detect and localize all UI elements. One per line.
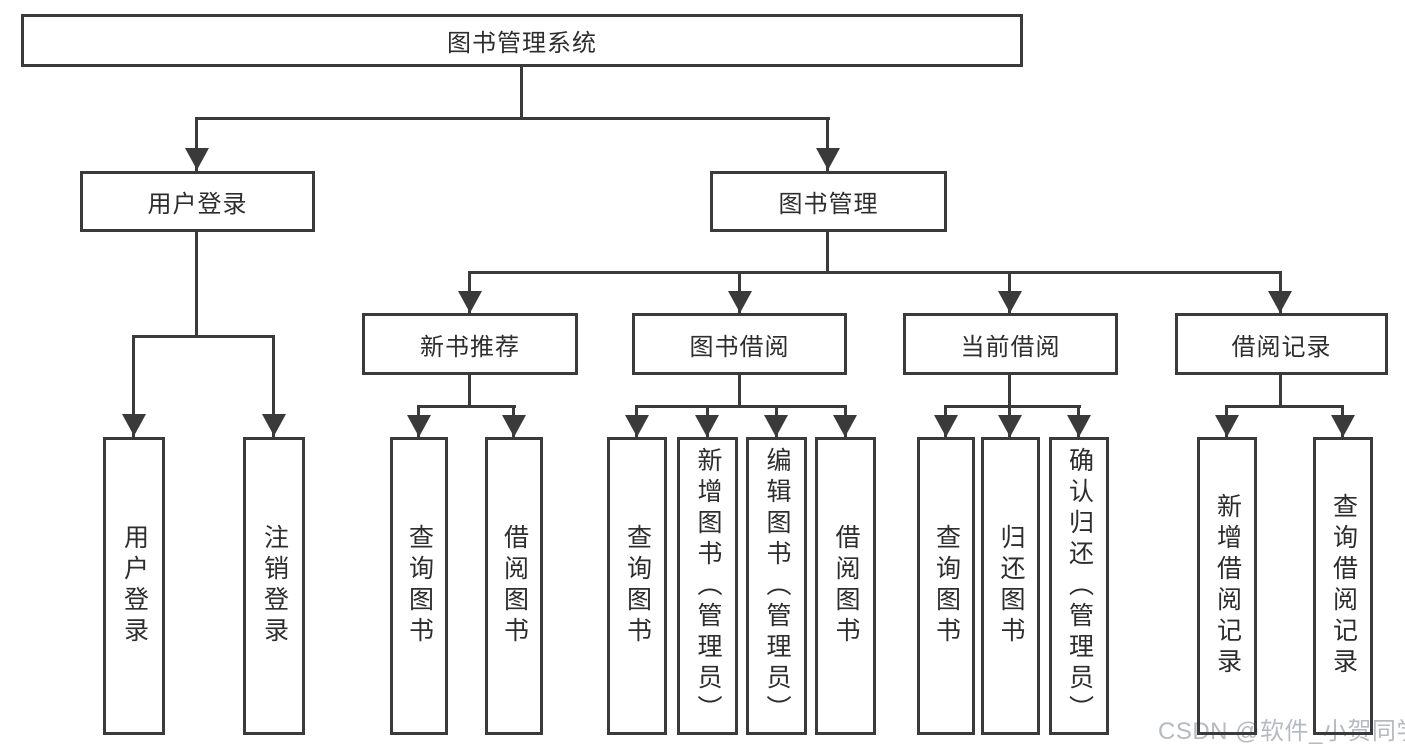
arrow-down-icon (122, 414, 146, 436)
node-library-management-system: 图书管理系统 (21, 14, 1023, 67)
arrow-down-icon (407, 415, 431, 437)
node-label: 编辑图书（管理员） (763, 446, 791, 726)
connector-line (826, 117, 829, 171)
connector-line (1225, 405, 1344, 408)
node-user-login: 用户登录 (80, 171, 315, 232)
arrow-down-icon (833, 415, 857, 437)
connector-line (195, 232, 198, 337)
node-label: 用户登录 (147, 191, 248, 218)
connector-line (635, 405, 847, 408)
arrow-down-icon (458, 291, 482, 313)
node-label: 查询图书 (623, 524, 652, 648)
arrow-down-icon (764, 415, 788, 437)
node-label: 图书借阅 (689, 333, 790, 361)
arrow-down-icon (625, 415, 649, 437)
node-label: 借阅图书 (500, 524, 529, 648)
leaf-add-book-admin: 新增图书（管理员） (677, 437, 738, 735)
leaf-query-books-recommend: 查询图书 (390, 437, 448, 735)
connector-line (195, 117, 198, 171)
node-label: 新增图书（管理员） (694, 446, 722, 726)
node-label: 确认归还（管理员） (1065, 446, 1094, 726)
leaf-borrow-book: 借阅图书 (815, 437, 876, 735)
arrow-down-icon (998, 291, 1022, 313)
arrow-down-icon (1331, 415, 1355, 437)
leaf-user-login: 用户登录 (103, 437, 165, 735)
node-label: 新增借阅记录 (1213, 493, 1242, 679)
arrow-down-icon (262, 414, 286, 436)
arrow-down-icon (1268, 291, 1292, 313)
node-label: 查询借阅记录 (1329, 493, 1358, 679)
node-book-borrow: 图书借阅 (632, 313, 847, 375)
connector-line (520, 67, 523, 120)
connector-line (944, 405, 1081, 408)
node-borrow-records: 借阅记录 (1175, 313, 1388, 375)
arrow-down-icon (934, 415, 958, 437)
leaf-borrow-books-recommend: 借阅图书 (485, 437, 543, 735)
leaf-logout: 注销登录 (243, 437, 305, 735)
node-label: 借阅记录 (1231, 333, 1332, 361)
leaf-query-books-borrow: 查询图书 (607, 437, 667, 735)
connector-line (132, 335, 275, 338)
arrow-down-icon (1215, 415, 1239, 437)
node-new-book-recommend: 新书推荐 (362, 313, 578, 375)
connector-line (132, 335, 135, 437)
leaf-edit-book-admin: 编辑图书（管理员） (746, 437, 807, 735)
node-label: 新书推荐 (420, 333, 520, 361)
connector-line (195, 117, 830, 120)
leaf-return-book: 归还图书 (981, 437, 1040, 735)
leaf-query-borrow-record: 查询借阅记录 (1313, 437, 1373, 735)
node-label: 图书管理 (778, 191, 879, 218)
connector-line (468, 375, 471, 407)
arrow-down-icon (502, 415, 526, 437)
node-current-borrow: 当前借阅 (903, 313, 1118, 375)
arrow-down-icon (728, 291, 752, 313)
arrow-down-icon (998, 415, 1022, 437)
arrow-down-icon (185, 148, 209, 170)
connector-line (272, 335, 275, 437)
connector-line (468, 271, 1282, 274)
node-label: 查询图书 (932, 524, 961, 648)
connector-line (826, 232, 829, 274)
leaf-query-books-current: 查询图书 (917, 437, 975, 735)
connector-line (1279, 375, 1282, 407)
leaf-confirm-return-admin: 确认归还（管理员） (1049, 437, 1109, 735)
connector-line (417, 405, 516, 408)
node-label: 查询图书 (405, 524, 434, 648)
node-label: 注销登录 (260, 524, 289, 648)
node-label: 图书管理系统 (447, 30, 597, 57)
node-label: 当前借阅 (960, 333, 1061, 361)
leaf-add-borrow-record: 新增借阅记录 (1197, 437, 1257, 735)
node-label: 借阅图书 (832, 524, 860, 648)
arrow-down-icon (1067, 415, 1091, 437)
watermark: CSDN @软件_小贺同学 (1158, 718, 1405, 745)
connector-line (1008, 375, 1011, 407)
arrow-down-icon (695, 415, 719, 437)
connector-line (738, 375, 741, 407)
node-label: 归还图书 (997, 524, 1025, 648)
node-book-management: 图书管理 (710, 171, 947, 232)
arrow-down-icon (816, 148, 840, 170)
node-label: 用户登录 (120, 524, 149, 648)
